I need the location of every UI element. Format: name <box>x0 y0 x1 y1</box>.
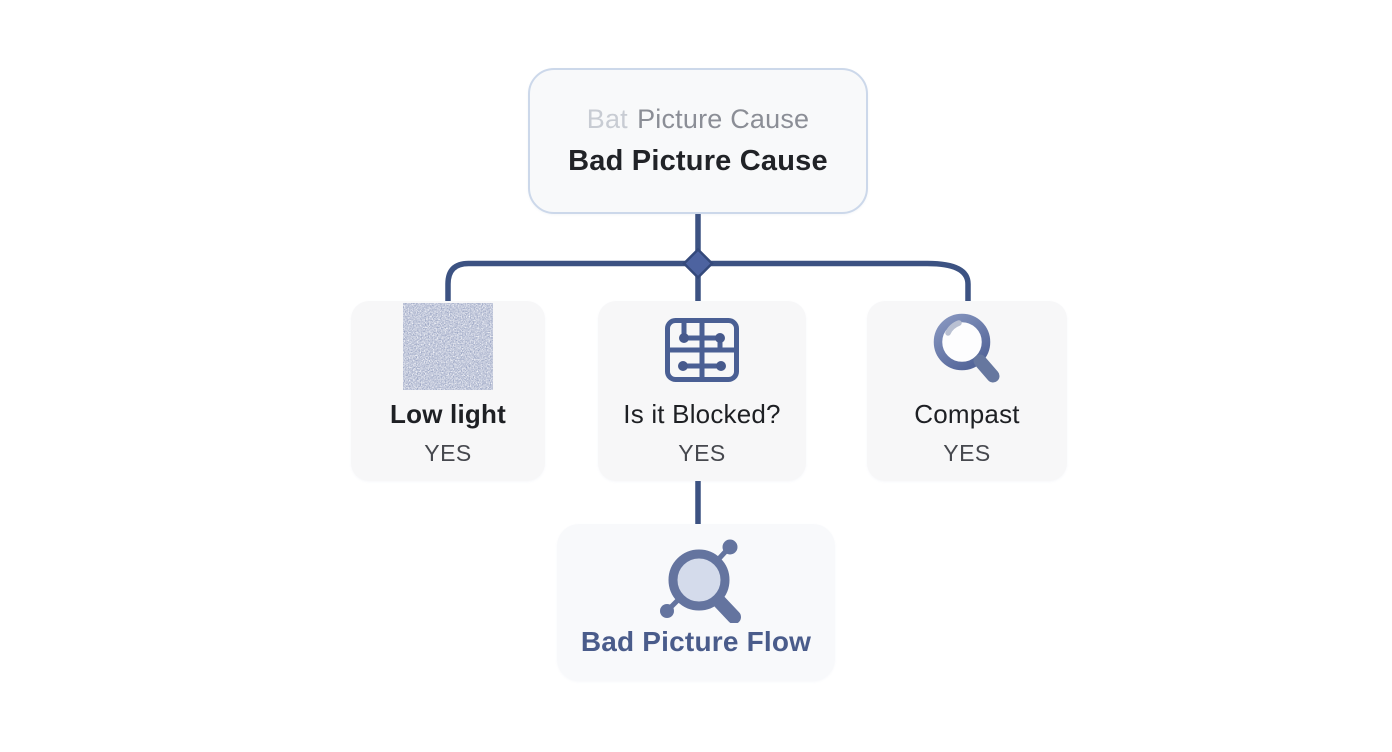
magnifier-icon <box>867 301 1067 398</box>
node-bad-picture-flow: Bad Picture Flow <box>557 524 835 681</box>
node-low-light: Low light YES <box>351 301 545 481</box>
answer-compast: YES <box>943 440 991 466</box>
node-is-it-blocked: Is it Blocked? YES <box>598 301 806 481</box>
noise-texture <box>403 303 493 390</box>
junction-diamond-icon <box>682 247 714 280</box>
magnifier-network-glyph <box>660 539 741 623</box>
answer-low-light: YES <box>424 440 472 466</box>
root-ghost-title-prefix: Bat <box>586 104 628 134</box>
root-title: Bad Picture Cause <box>568 145 828 177</box>
node-bad-picture-cause: Bat Picture Cause Bad Picture Cause <box>528 68 868 214</box>
child-label-low-light: Low light <box>390 399 506 429</box>
root-ghost-title-rest: Picture Cause <box>637 104 810 134</box>
circuit-grid-icon <box>598 301 806 398</box>
result-label: Bad Picture Flow <box>580 626 812 657</box>
root-ghost-title: Bat Picture Cause <box>587 104 810 135</box>
circuit-grid-glyph <box>665 317 739 382</box>
answer-is-it-blocked: YES <box>678 440 726 466</box>
child-label-compast: Compast <box>914 399 1020 429</box>
child-label-is-it-blocked: Is it Blocked? <box>623 399 781 429</box>
magnifier-network-icon <box>648 524 744 624</box>
magnifier-glyph <box>933 313 1000 382</box>
noise-thumbnail-icon <box>351 301 545 398</box>
node-compast: Compast YES <box>867 301 1067 481</box>
